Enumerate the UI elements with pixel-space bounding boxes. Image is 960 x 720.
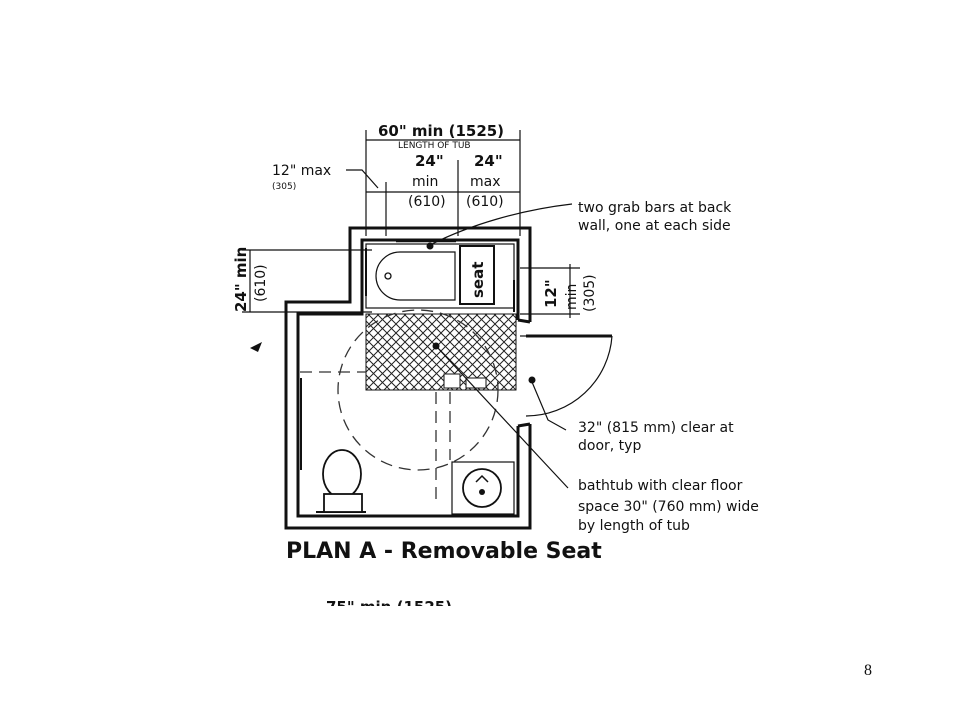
toilet-tank [323,493,363,513]
partial-text-clip: 75" min (1525) [326,598,452,616]
tub-length-sublabel: LENGTH OF TUB [398,141,471,151]
door-jamb-bottom [517,422,531,428]
toilet[interactable] [322,449,363,513]
max12-leader [346,169,379,189]
right-12-b: min [564,284,580,310]
grab-bars-note-line1: two grab bars at back [578,200,732,216]
hatch-gap-2 [465,377,487,389]
inner-wall [296,238,520,518]
tub-basin [375,251,456,301]
turning-space-circle [337,309,499,471]
grab-bar-length-dimensions: 24" min (610) 24" max (610) [408,152,504,210]
faucet-icon [475,474,489,483]
right-offset-dimension: 12" min (305) [520,264,598,318]
partial-dimension-text: 75" min (1525) [326,598,452,616]
lavatory-basin [462,468,502,508]
bathtub[interactable] [365,239,515,312]
door-leader-dot [528,376,536,384]
left-24-label: 24" min [232,247,250,312]
room-walls [284,226,532,530]
max24-b: max [470,174,501,190]
plan-title: PLAN A - Removable Seat [286,539,602,564]
seat-box [459,245,495,305]
removable-seat[interactable]: seat [459,245,495,305]
page-number: 8 [864,662,872,679]
floor-note-line3: by length of tub [578,518,690,534]
toilet-bowl [322,449,362,499]
door-swing-arc [525,335,613,417]
left-24-sublabel: (610) [253,264,269,302]
floor-note-line1: bathtub with clear floor [578,478,743,494]
clear-floor-note: bathtub with clear floor space 30" (760 … [435,345,759,534]
left-depth-dimension: 24" min (610) [232,247,372,313]
door-leader [531,381,567,431]
grab-bar-offset-dimension: 12" max (305) [272,160,520,236]
floor-note-line2: space 30" (760 mm) wide [578,499,759,515]
max12-sublabel: (305) [272,182,296,192]
clear-floor-leader [435,345,569,489]
min24-a: 24" [415,152,444,170]
min24-c: (610) [408,194,446,210]
lavatory-drain-icon [479,489,485,495]
tub-drain-icon [384,272,392,280]
max24-a: 24" [474,152,503,170]
right-12-a: 12" [542,279,560,308]
door [520,334,613,417]
lavatory[interactable] [451,461,515,515]
min24-b: min [412,174,438,190]
max12-label: 12" max [272,163,331,179]
hatch-gap-1 [443,373,461,389]
tub-length-label: 60" min (1525) [378,122,504,140]
seat-label: seat [469,262,487,298]
tub-length-dimension: 60" min (1525) LENGTH OF TUB [365,122,521,236]
door-note: 32" (815 mm) clear at door, typ [528,376,734,454]
door-jamb-top [517,318,531,324]
lavatory-counter [451,461,515,515]
grab-bars-note-line2: wall, one at each side [578,218,731,234]
door-note-line2: door, typ [578,438,641,454]
grab-bars-leader [431,203,573,245]
max24-c: (610) [466,194,504,210]
guide-lines [300,371,451,500]
arrow-mark-icon [250,342,262,352]
door-note-line1: 32" (815 mm) clear at [578,420,734,436]
grab-bars-note: two grab bars at back wall, one at each … [426,200,732,250]
outer-wall [284,226,532,530]
right-12-c: (305) [582,274,598,312]
